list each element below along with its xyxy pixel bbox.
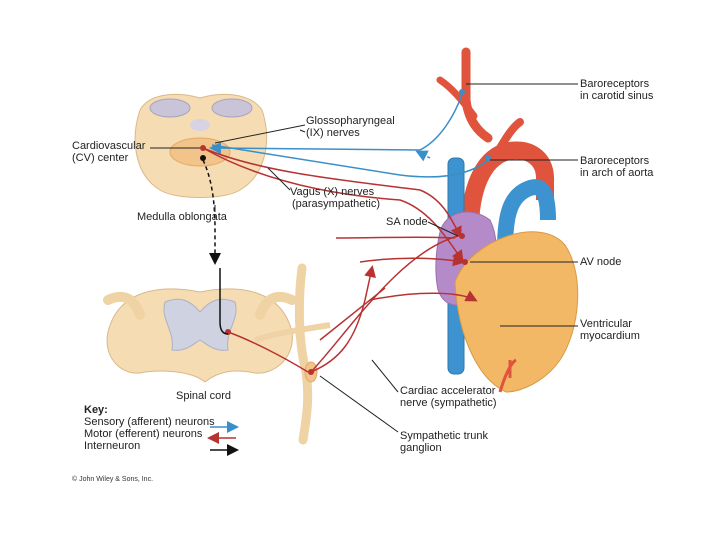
medulla-oblongata <box>134 93 268 198</box>
label-cardiac-accelerator: Cardiac accelerator nerve (sympathetic) <box>400 385 497 409</box>
label-spinal-cord: Spinal cord <box>176 390 232 402</box>
av-node-dot <box>462 259 468 265</box>
label-vagus: Vagus (X) nerves (parasympathetic) <box>290 186 381 210</box>
label-cv-center: Cardiovascular (CV) center <box>72 140 146 164</box>
aortic-baroreceptor-dot <box>485 155 491 161</box>
sensory-pathways <box>209 93 489 178</box>
copyright: © John Wiley & Sons, Inc. <box>72 476 154 483</box>
label-av-node: AV node <box>580 256 622 268</box>
cv-center-dot-inter <box>200 155 206 161</box>
key-arrows <box>207 421 239 456</box>
spinal-cord <box>103 288 297 383</box>
label-ventricular-myocardium: Ventricular myocardium <box>580 318 640 342</box>
key-legend: Key: Sensory (afferent) neurons Motor (e… <box>84 404 215 452</box>
label-glossopharyngeal: Glossopharyngeal (IX) nerves <box>306 115 395 139</box>
key-interneuron: Interneuron <box>84 440 141 452</box>
carotid-baroreceptor-dot <box>459 89 465 95</box>
key-motor: Motor (efferent) neurons <box>84 428 203 440</box>
motor-pathways <box>202 147 478 373</box>
label-sa-node: SA node <box>386 216 428 228</box>
heart <box>435 47 579 393</box>
label-medulla: Medulla oblongata <box>137 211 227 223</box>
label-baroreceptors-carotid: Baroreceptors in carotid sinus <box>580 78 654 102</box>
interneuron-pathway <box>202 159 229 335</box>
label-baroreceptors-aorta: Baroreceptors in arch of aorta <box>580 155 654 179</box>
key-title: Key: <box>84 404 108 416</box>
label-sympathetic-trunk: Sympathetic trunk ganglion <box>400 430 489 454</box>
leader-lines <box>150 83 578 433</box>
key-sensory: Sensory (afferent) neurons <box>84 416 215 428</box>
